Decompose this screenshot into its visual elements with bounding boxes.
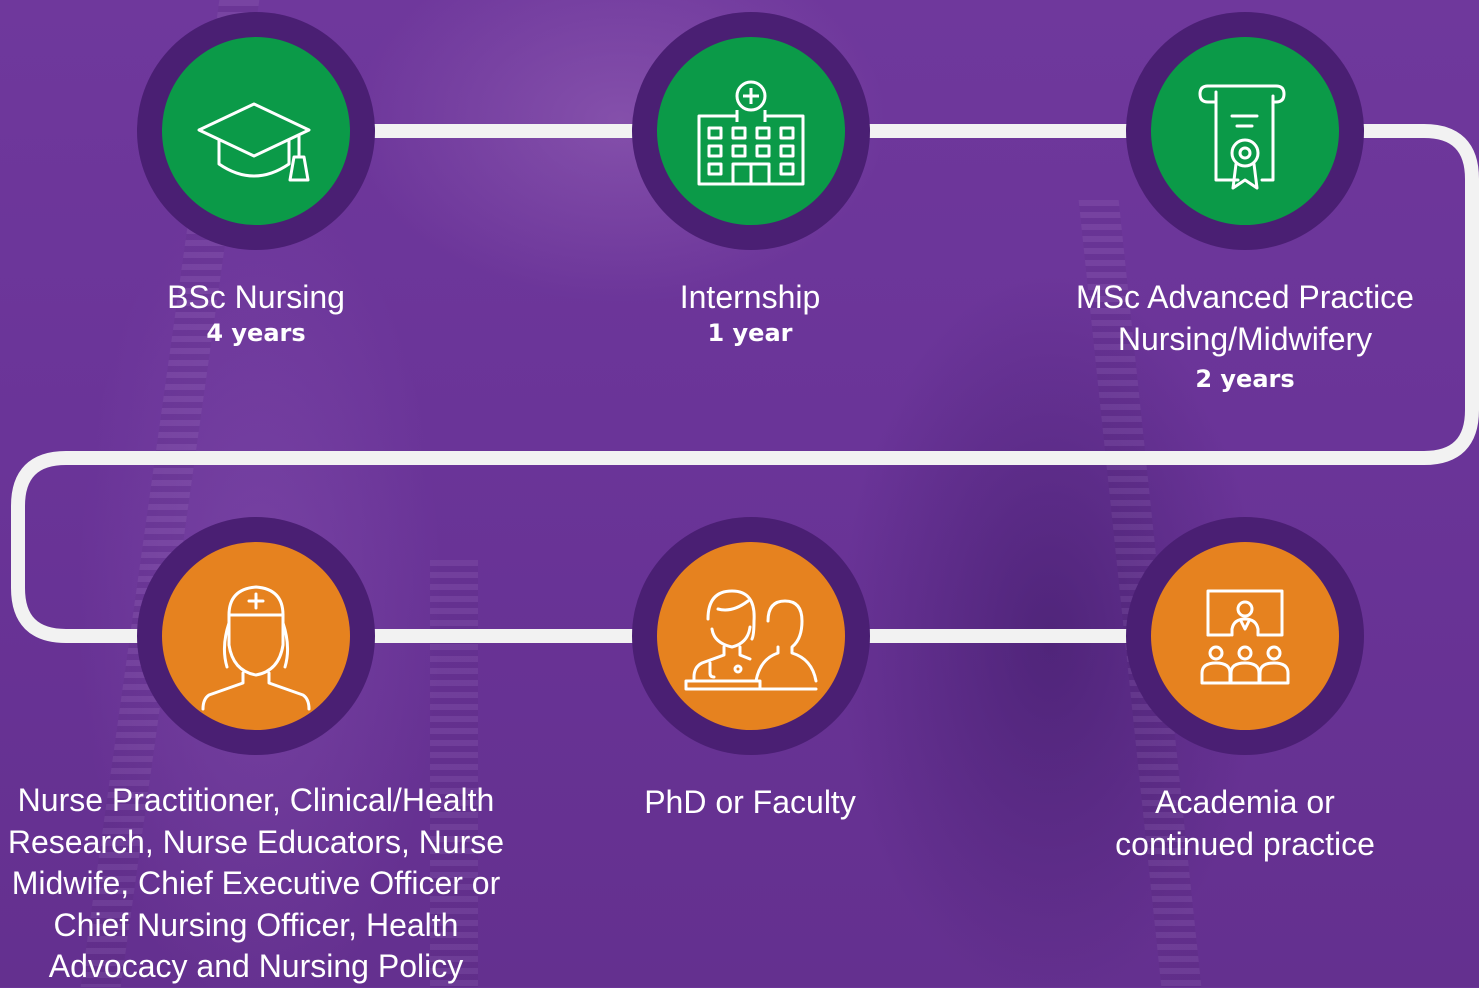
step-node-internship [632,12,870,250]
step-disc [162,542,350,730]
step-node-msc [1126,12,1364,250]
classroom-icon [1200,589,1290,685]
certificate-icon [1198,84,1286,190]
step-label-msc: MSc Advanced Practice Nursing/Midwifery … [1035,276,1455,394]
step-node-academia [1126,517,1364,755]
step-label-bsc: BSc Nursing 4 years [106,276,406,348]
step-node-phd [632,517,870,755]
step-title-line: Nursing/Midwifery [1117,321,1373,357]
graduation-cap-icon [197,102,311,182]
step-title: PhD or Faculty [644,784,856,820]
step-label-careers: Nurse Practitioner, Clinical/Health Rese… [0,780,512,988]
step-title-line: Advocacy and Nursing Policy [48,948,464,984]
step-duration: 4 years [206,319,306,347]
step-title-line: Chief Nursing Officer, Health [53,906,459,943]
step-node-careers [137,517,375,755]
hospital-icon [697,80,805,186]
doctor-consultation-icon [684,589,818,691]
step-disc [657,542,845,730]
step-label-academia: Academia or continued practice [1055,781,1435,865]
step-title-line: MSc Advanced Practice [1076,279,1414,315]
step-node-bsc [137,12,375,250]
step-title-line: Nurse Practitioner, Clinical/Health [17,782,495,818]
step-title: Internship [679,279,821,315]
step-title-line: Midwife, Chief Executive Officer or [11,865,501,901]
step-label-internship: Internship 1 year [600,276,900,348]
step-title: BSc Nursing [167,279,345,315]
step-duration: 1 year [707,319,793,347]
step-label-phd: PhD or Faculty [600,781,900,823]
step-disc [1151,542,1339,730]
step-title-line: Academia or [1155,784,1335,820]
step-duration: 2 years [1195,365,1295,393]
step-disc [657,37,845,225]
nurse-icon [201,585,311,711]
step-title-line: continued practice [1115,826,1375,862]
step-title-line: Research, Nurse Educators, Nurse [7,823,505,860]
step-disc [162,37,350,225]
step-disc [1151,37,1339,225]
